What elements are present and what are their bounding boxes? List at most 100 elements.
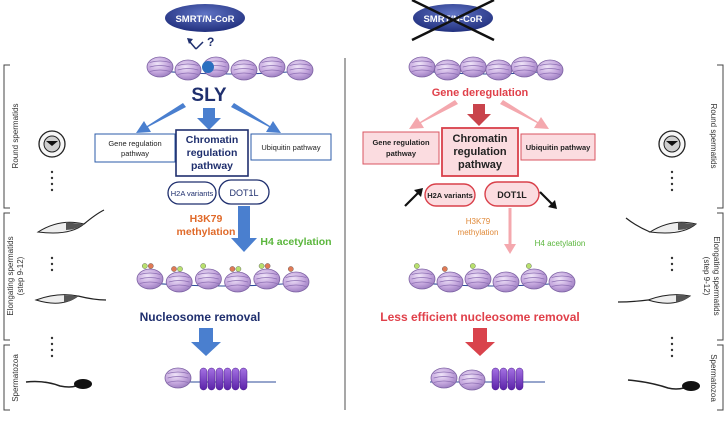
protamine-r-2 [507, 367, 516, 391]
question-link-icon: ? [187, 35, 214, 50]
svg-text:Chromatin: Chromatin [453, 133, 508, 145]
protamine-3 [223, 367, 232, 391]
histone-mark [413, 263, 420, 269]
nucleosome-chain-right-modified [408, 263, 576, 293]
nucleosome-lm-0 [136, 268, 164, 290]
nucleosome-rt-4 [511, 56, 538, 78]
svg-text:Gene regulation: Gene regulation [108, 139, 161, 148]
svg-text:Gene regulation: Gene regulation [372, 138, 430, 147]
svg-text:SMRT/N-CoR: SMRT/N-CoR [175, 14, 234, 25]
nucleosome-rm-1 [436, 271, 464, 293]
nucleosome-chain-right-top [408, 56, 564, 81]
protamine-r-1 [499, 367, 508, 391]
residual-nucleosome-0 [164, 367, 192, 389]
svg-text:H2A variants: H2A variants [171, 189, 214, 198]
histone-mark [229, 266, 236, 272]
nucleosome-rt-2 [459, 56, 487, 78]
stage-dots-right [670, 170, 674, 358]
increase-arrow-icon [404, 188, 423, 207]
elongating-spermatid-icon-left-2 [34, 294, 107, 304]
elongating-spermatid-icon-right-2 [617, 294, 692, 304]
histone-mark [200, 263, 206, 269]
less-efficient-removal-label: Less efficient nucleosome removal [380, 310, 579, 324]
stage-label-spermatozoa-left: Spermatozoa [11, 354, 20, 402]
h4-acetylation-label-left: H4 acetylation [260, 236, 331, 248]
ubiquitin-box-left: Ubiquitin pathway [250, 133, 332, 161]
removal-arrow-right [465, 328, 495, 356]
nucleosome-chain-left-top [146, 56, 314, 81]
histone-mark [171, 266, 177, 272]
svg-text:DOT1L: DOT1L [229, 188, 258, 198]
protamine-r-0 [491, 367, 500, 391]
dereg-arrow-left [409, 100, 458, 129]
svg-text:regulation: regulation [187, 147, 238, 159]
residual-nucleosome-r-0 [430, 367, 458, 389]
nucleosome-lt-1 [174, 59, 202, 81]
nucleosome-rt-0 [408, 56, 436, 78]
sly-arrow-left [136, 103, 186, 133]
stage-label-round-right: Round spermatids [709, 104, 718, 169]
svg-text:pathway: pathway [121, 149, 149, 158]
h3k79-label-right-2: methylation [458, 228, 499, 237]
histone-mark [264, 263, 271, 269]
svg-text:?: ? [207, 35, 214, 49]
histone-mark [287, 266, 294, 272]
elongating-spermatid-icon-right-1 [625, 217, 698, 234]
dot1l-pill-left: DOT1L [218, 179, 270, 205]
sly-arrow-right [231, 103, 281, 133]
svg-text:pathway: pathway [386, 149, 417, 158]
decrease-arrow-icon [539, 191, 557, 209]
stage-dots-left [50, 170, 54, 358]
protamine-0 [199, 367, 208, 391]
svg-text:Ubiquitin pathway: Ubiquitin pathway [526, 143, 591, 152]
stage-label-elongating-step-right: (step 9-12) [702, 257, 711, 296]
dot1l-arrow-right [504, 208, 516, 254]
removal-arrow-left [191, 328, 221, 356]
residual-nucleosome-r-1 [458, 369, 486, 391]
h4-acetylation-label-right: H4 acetylation [535, 239, 586, 248]
stage-label-spermatozoa-right: Spermatozoa [709, 354, 718, 402]
gene-regulation-box-left: Gene regulation pathway [94, 133, 176, 163]
nucleosome-lm-1 [165, 271, 193, 293]
svg-text:pathway: pathway [458, 159, 503, 171]
svg-text:pathway: pathway [191, 160, 233, 172]
stage-label-elongating-left: Elongating spermatids [6, 236, 15, 315]
histone-mark [526, 263, 532, 269]
nucleosome-lt-0 [146, 56, 174, 78]
h2a-variants-pill-right: H2A variants [424, 183, 476, 207]
histone-mark [469, 263, 476, 269]
nucleosome-lm-3 [224, 271, 252, 293]
stage-label-elongating-right: Elongating spermatids [712, 236, 721, 315]
svg-text:Chromatin: Chromatin [186, 134, 239, 146]
nucleosome-lt-4 [258, 56, 286, 78]
elongating-spermatid-icon-left-1 [36, 209, 105, 234]
svg-text:regulation: regulation [453, 146, 506, 158]
nucleosome-lm-5 [282, 271, 310, 293]
spermatozoon-icon-right [627, 379, 700, 391]
nucleosome-lm-4 [253, 268, 281, 290]
protamine-5 [239, 367, 248, 391]
stage-label-round-left: Round spermatids [11, 104, 20, 169]
chromatin-regulation-box-right: Chromatin regulation pathway [441, 127, 519, 177]
protamine-chain-left [164, 367, 276, 391]
left-stage-brackets [3, 64, 10, 411]
histone-mark [177, 266, 183, 272]
nucleosome-chain-left-modified [136, 263, 310, 293]
nucleosome-rt-1 [434, 59, 462, 81]
histone-mark [258, 263, 265, 269]
nucleosome-lt-3 [230, 59, 258, 81]
protamine-1 [207, 367, 216, 391]
svg-text:DOT1L: DOT1L [497, 190, 527, 200]
h3k79-label-right-1: H3K79 [466, 217, 491, 226]
sly-label: SLY [191, 85, 227, 106]
chromatin-regulation-box-left: Chromatin regulation pathway [175, 129, 249, 177]
nucleosome-lt-5 [286, 59, 314, 81]
h3k79-label-left-1: H3K79 [190, 213, 223, 225]
nucleosome-lm-2 [194, 268, 222, 290]
dot1l-pill-right: DOT1L [484, 181, 540, 207]
right-stage-brackets [717, 64, 724, 411]
nucleosome-removal-label: Nucleosome removal [140, 310, 261, 324]
nucleosome-rm-0 [408, 268, 436, 290]
